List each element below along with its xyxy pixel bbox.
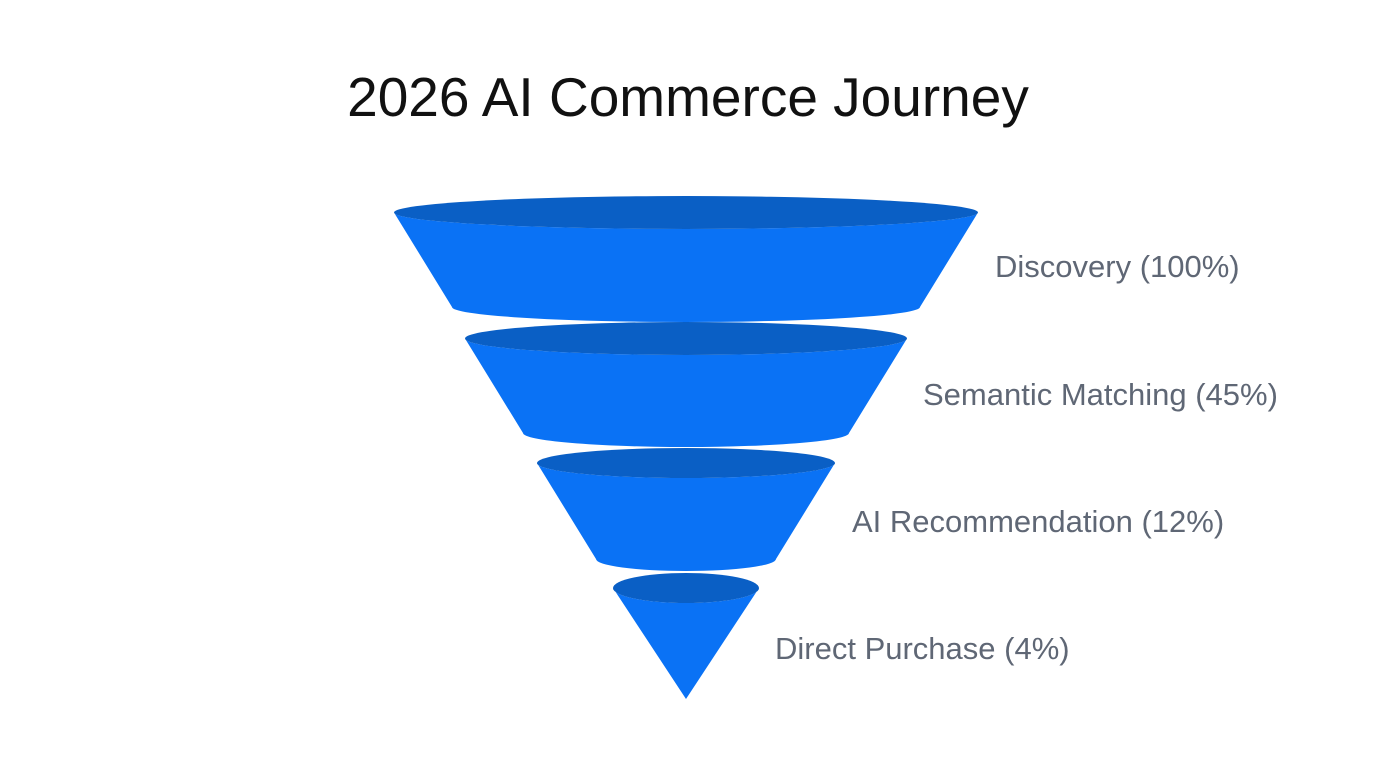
funnel-body — [613, 588, 759, 699]
funnel-layer-discovery — [394, 196, 978, 322]
label-discovery: Discovery (100%) — [995, 249, 1240, 284]
funnel-layer-ai-recommendation — [537, 448, 835, 571]
label-direct-purchase: Direct Purchase (4%) — [775, 631, 1070, 666]
chart-title: 2026 AI Commerce Journey — [347, 66, 1029, 128]
funnel-top-rim — [465, 322, 907, 355]
funnel-layer-semantic-matching — [465, 322, 907, 447]
label-semantic-matching: Semantic Matching (45%) — [923, 377, 1278, 412]
funnel-top-rim — [537, 448, 835, 478]
funnel-layer-direct-purchase — [613, 573, 759, 699]
funnel-top-rim — [613, 573, 759, 603]
funnel-body — [537, 463, 835, 571]
label-ai-recommendation: AI Recommendation (12%) — [852, 504, 1225, 539]
funnel-body — [394, 212, 978, 322]
funnel-top-rim — [394, 196, 978, 229]
funnel-body — [465, 338, 907, 447]
